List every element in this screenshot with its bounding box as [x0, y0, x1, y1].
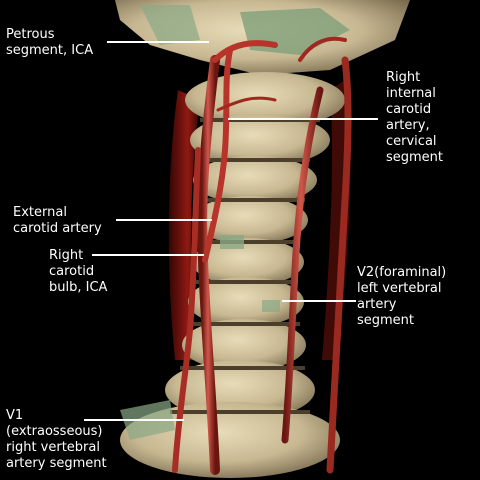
- leader-external-carotid-artery: [116, 219, 212, 221]
- right-vertebral-artery: [172, 147, 201, 473]
- leader-v1-right-vertebral-segment: [84, 419, 184, 421]
- leader-right-carotid-bulb: [92, 254, 204, 256]
- leader-petrous-segment: [107, 41, 209, 43]
- petrous-segment: [212, 40, 278, 63]
- left-vertebral-artery: [281, 86, 324, 444]
- left-carotid-artery: [326, 56, 352, 474]
- leader-v2-left-vertebral-segment: [282, 300, 356, 302]
- label-external-carotid-artery: External carotid artery: [13, 205, 102, 236]
- leader-right-internal-carotid-cervical: [228, 118, 378, 120]
- external-carotid-artery: [202, 47, 233, 263]
- label-petrous-segment: Petrous segment, ICA: [6, 27, 94, 58]
- label-v1-right-vertebral-segment: V1 (extraosseous) right vertebral artery…: [6, 408, 107, 471]
- skull-base: [115, 0, 410, 75]
- arteries: [172, 36, 352, 475]
- label-v2-left-vertebral-segment: V2(foraminal) left vertebral artery segm…: [357, 265, 447, 328]
- label-right-carotid-bulb: Right carotid bulb, ICA: [49, 248, 108, 295]
- label-right-internal-carotid-cervical: Right internal carotid artery, cervical …: [386, 70, 444, 165]
